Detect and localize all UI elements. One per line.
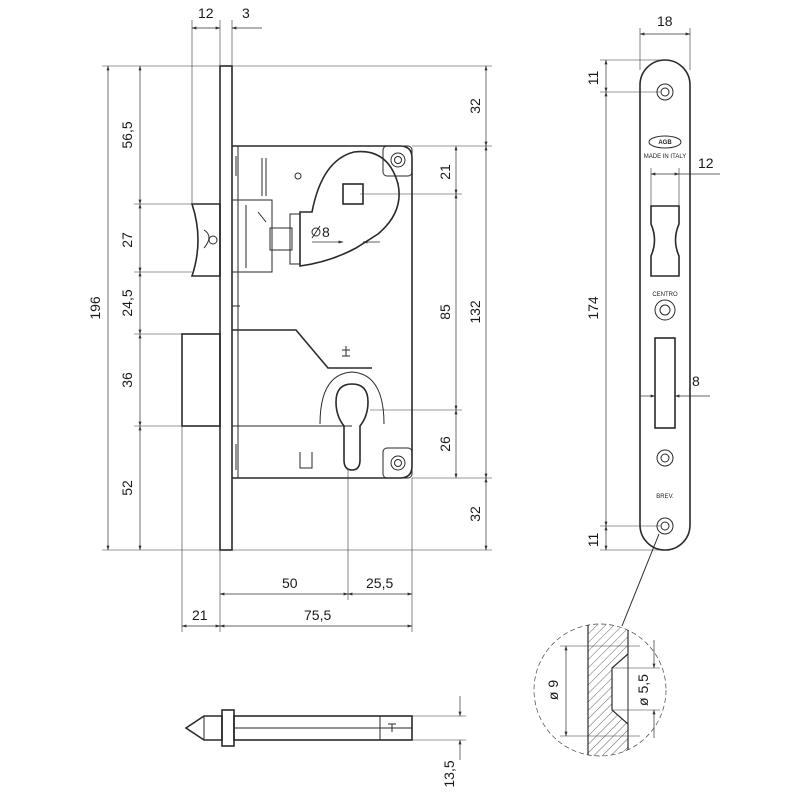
lock-case [232, 145, 413, 479]
dim-bottom-margin: 32 [467, 506, 483, 522]
bolt-slot [654, 337, 676, 429]
dim-cylinder-offset: 26 [437, 436, 453, 452]
origin-text: MADE IN ITALY [644, 154, 686, 160]
bolt-lever [232, 329, 372, 369]
dim-top-to-latch: 56,5 [119, 121, 135, 148]
dim-plate-gap: 3 [242, 5, 250, 21]
centro-ring [654, 299, 676, 321]
countersink-section [587, 624, 629, 756]
faceplate-front-view: AGB MADE IN ITALY CENTRO BREV. [639, 59, 691, 551]
dim-faceplate-top: 11 [585, 71, 601, 86]
dim-body-depth: 75,5 [304, 607, 331, 623]
striker-collar [221, 709, 235, 747]
dim-bolt-slot-width: 8 [692, 373, 700, 389]
dim-striker-thickness: 13,5 [441, 760, 457, 787]
dim-cylinder-to-back: 25,5 [366, 575, 393, 591]
dim-faceplate-bottom: 11 [585, 533, 601, 548]
dim-latch-height: 27 [119, 232, 135, 248]
dim-bolt-to-bottom: 52 [119, 480, 135, 496]
brand-text: AGB [658, 140, 672, 146]
centro-text: CENTRO [652, 292, 678, 298]
dim-bolt-height: 36 [119, 372, 135, 388]
screw-hole-middle [656, 449, 674, 467]
brev-text: BREV. [656, 494, 674, 500]
dim-handle-to-cylinder: 85 [437, 304, 453, 320]
dim-handle-offset: 21 [437, 164, 453, 180]
dim-top-margin: 32 [467, 98, 483, 114]
dim-faceplate-hole-span: 174 [585, 296, 601, 320]
striker-view: 13,5 [184, 696, 466, 788]
countersink-detail: ø 9 ø 5,5 [533, 533, 667, 757]
dead-bolt [181, 333, 221, 427]
dim-countersink-inner: ø 5,5 [635, 674, 651, 706]
dim-backset: 50 [282, 575, 298, 591]
faceplate [639, 59, 691, 551]
cylinder-hole [335, 383, 369, 471]
dim-front-plate-thickness: 12 [198, 5, 214, 21]
handle-follower [299, 150, 400, 267]
detail-circle [533, 623, 667, 757]
dim-body-height: 132 [467, 300, 483, 324]
dim-bolt-throw: 21 [192, 607, 208, 623]
dim-latch-to-bolt: 24,5 [119, 289, 135, 316]
latch-slot [650, 205, 680, 277]
brand-logo [648, 135, 682, 149]
front-plate [219, 65, 233, 551]
dim-spindle: 8 [322, 224, 330, 240]
dim-overall-height: 196 [87, 296, 103, 320]
dim-faceplate-width: 18 [657, 13, 673, 29]
latch-bolt [190, 203, 221, 277]
lock-body-side-view [181, 65, 413, 551]
faceplate-dimensions: 18 11 174 11 12 8 [585, 13, 720, 551]
side-dimensions: 12 3 196 56,5 27 24,5 36 52 32 [87, 5, 492, 632]
dim-countersink-outer: ø 9 [545, 680, 561, 700]
dim-latch-slot-width: 12 [698, 155, 714, 171]
